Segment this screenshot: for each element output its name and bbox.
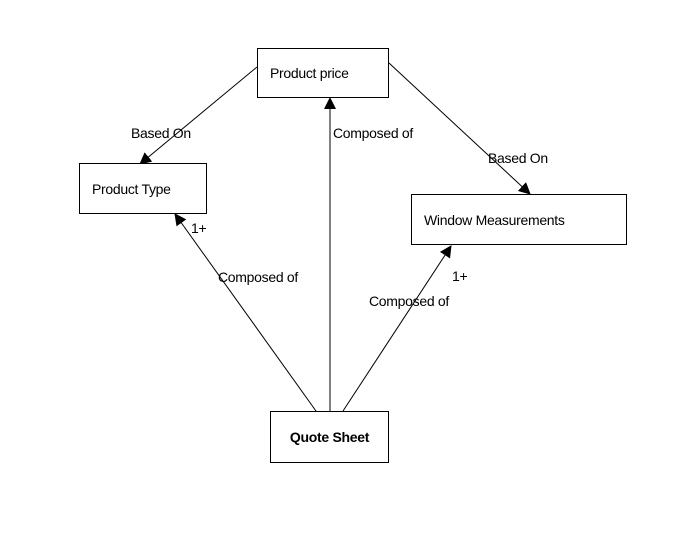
edge-label-quote-to-type: Composed of	[218, 269, 298, 285]
edge-price-to-type	[139, 66, 258, 165]
multiplicity-label-window: 1+	[452, 268, 468, 284]
edge-quote-to-type	[174, 213, 317, 412]
node-quote-sheet[interactable]: Quote Sheet	[270, 411, 389, 463]
node-product-price-label: Product price	[270, 65, 349, 81]
edge-quote-to-window	[342, 245, 452, 412]
node-product-price[interactable]: Product price	[257, 48, 389, 98]
node-window-measurements[interactable]: Window Measurements	[411, 194, 627, 245]
node-quote-sheet-label: Quote Sheet	[289, 429, 370, 445]
node-window-measurements-label: Window Measurements	[424, 211, 565, 228]
edge-label-quote-to-price: Composed of	[333, 125, 413, 141]
edge-label-price-to-window: Based On	[488, 150, 548, 166]
edge-label-price-to-type: Based On	[131, 125, 191, 141]
node-product-type-label: Product Type	[92, 180, 171, 197]
node-product-type[interactable]: Product Type	[79, 163, 207, 214]
edge-label-quote-to-window: Composed of	[369, 293, 449, 309]
edge-price-to-window	[388, 62, 531, 195]
multiplicity-label-type: 1+	[191, 220, 207, 236]
